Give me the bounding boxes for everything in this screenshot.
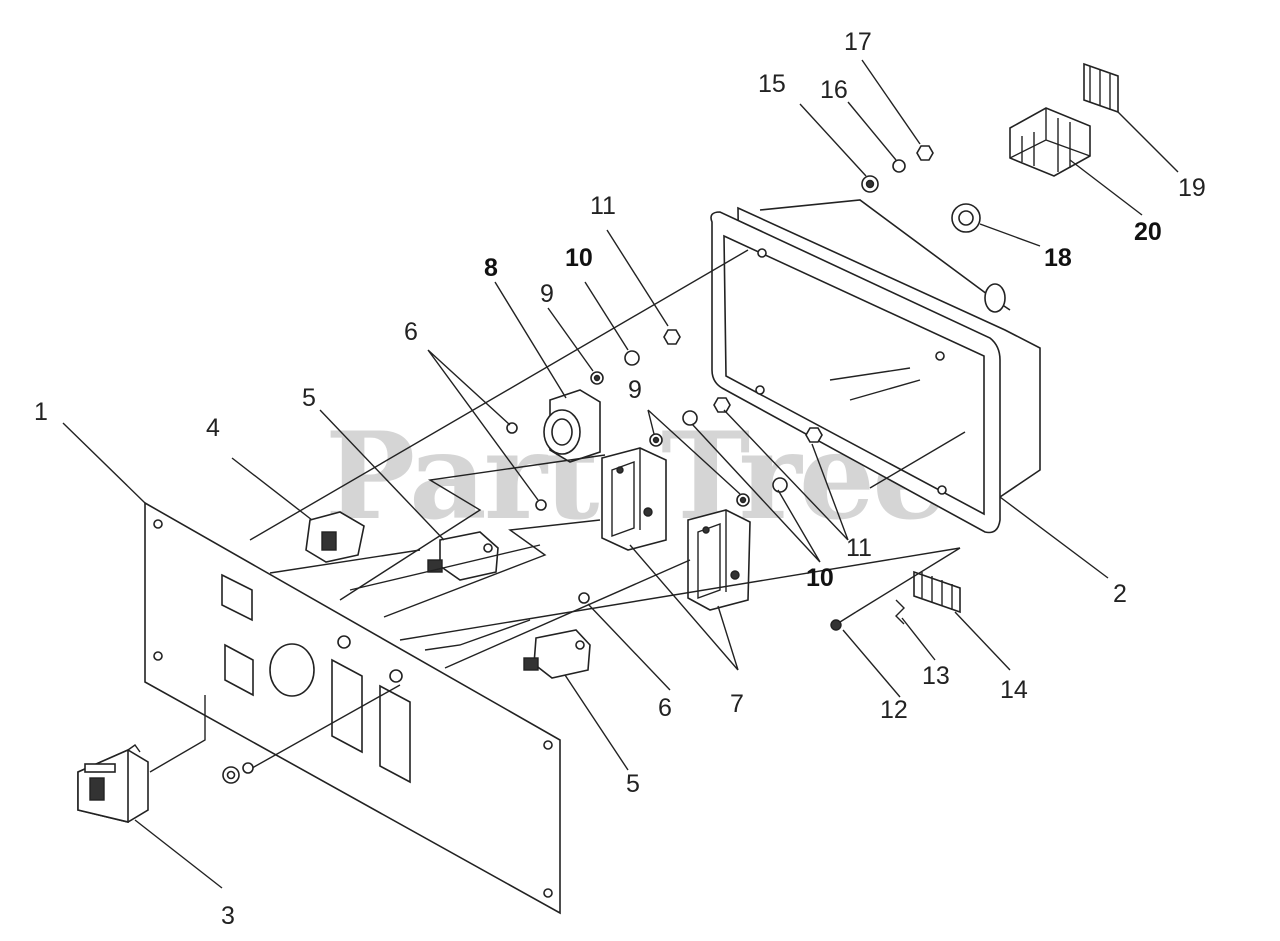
strain-relief-18[interactable] bbox=[951, 203, 981, 233]
circuit-breaker-lower[interactable] bbox=[523, 629, 591, 679]
callout-20: 20 bbox=[1134, 218, 1162, 246]
nut-17[interactable] bbox=[916, 145, 934, 161]
callout-15: 15 bbox=[758, 70, 786, 98]
callout-18: 18 bbox=[1044, 244, 1072, 272]
callout-9-lower: 9 bbox=[628, 376, 642, 404]
clip-13[interactable] bbox=[895, 599, 905, 625]
washer-6[interactable] bbox=[506, 422, 590, 604]
callout-5-lower: 5 bbox=[626, 770, 640, 798]
callout-5-upper: 5 bbox=[302, 384, 316, 412]
rear-housing-box[interactable] bbox=[710, 199, 1041, 534]
connector-clip-19[interactable] bbox=[1083, 62, 1119, 114]
callout-6-upper: 6 bbox=[404, 318, 418, 346]
callout-13: 13 bbox=[922, 662, 950, 690]
callout-1: 1 bbox=[34, 398, 48, 426]
twist-lock-receptacle[interactable] bbox=[543, 389, 601, 463]
callout-3: 3 bbox=[221, 902, 235, 930]
duplex-receptacle-lower[interactable] bbox=[687, 509, 751, 611]
callout-12: 12 bbox=[880, 696, 908, 724]
callout-10-lower: 10 bbox=[806, 564, 834, 592]
callout-4: 4 bbox=[206, 414, 220, 442]
callout-2: 2 bbox=[1113, 580, 1127, 608]
callout-labels: 1 2 3 4 5 5 6 6 7 8 9 9 10 10 11 11 12 1… bbox=[34, 28, 1206, 930]
callout-6-lower: 6 bbox=[658, 694, 672, 722]
grommet-15[interactable] bbox=[861, 175, 879, 193]
callout-10-upper: 10 bbox=[565, 244, 593, 272]
callout-14: 14 bbox=[1000, 676, 1028, 704]
callout-8: 8 bbox=[484, 254, 498, 282]
hardware-9-10-11[interactable] bbox=[590, 329, 823, 507]
callout-19: 19 bbox=[1178, 174, 1206, 202]
callout-17: 17 bbox=[844, 28, 872, 56]
callout-11-upper: 11 bbox=[590, 192, 616, 220]
leader-lines bbox=[62, 59, 1179, 889]
callout-11-lower: 11 bbox=[846, 534, 872, 562]
duplex-receptacle-upper[interactable] bbox=[601, 447, 667, 551]
control-panel[interactable] bbox=[144, 501, 561, 915]
terminal-block-14[interactable] bbox=[913, 570, 961, 614]
rocker-switch[interactable] bbox=[77, 744, 149, 824]
callout-7: 7 bbox=[730, 690, 744, 718]
washer-16[interactable] bbox=[892, 159, 906, 173]
outlet-cover[interactable] bbox=[305, 511, 365, 563]
assembly-lines bbox=[149, 249, 966, 773]
screw-12[interactable] bbox=[830, 611, 857, 631]
terminal-strip-20[interactable] bbox=[1009, 107, 1091, 177]
callout-16: 16 bbox=[820, 76, 848, 104]
callout-9-upper: 9 bbox=[540, 280, 554, 308]
switch-nut-and-washer[interactable] bbox=[222, 762, 254, 784]
